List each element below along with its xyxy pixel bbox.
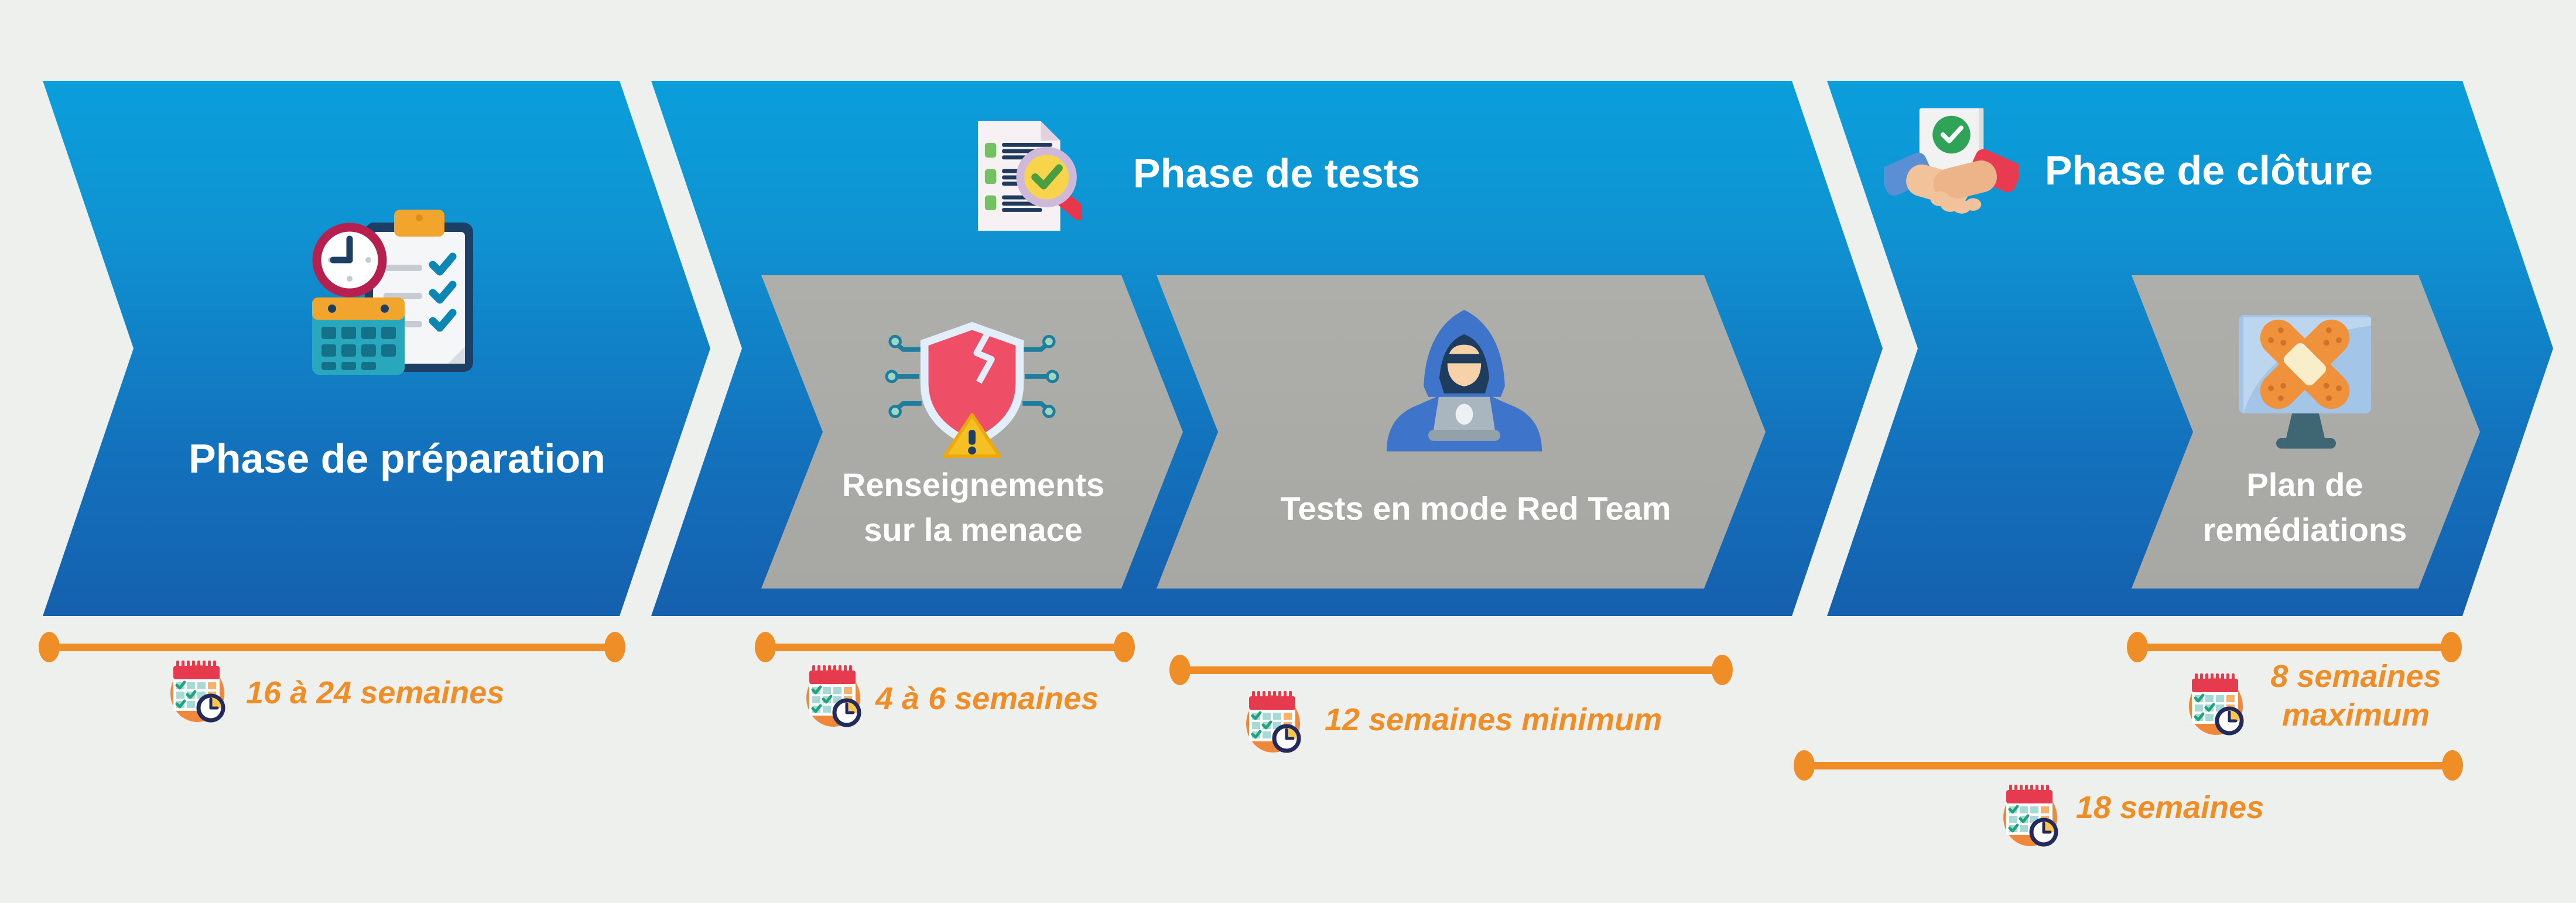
timeline-bar bbox=[49, 644, 615, 651]
duration-remediation-line1: 8 semaines bbox=[2270, 659, 2441, 694]
calendar-clock-icon bbox=[1245, 686, 1304, 754]
phase1-title: Phase de préparation bbox=[189, 436, 605, 481]
timeline-threat-intel bbox=[755, 632, 1135, 662]
timeline-dot bbox=[2441, 632, 2462, 662]
phase3-title: Phase de clôture bbox=[2044, 148, 2373, 193]
substep-remediation-label: Plan de remédiations bbox=[2203, 462, 2407, 552]
broken-shield-icon bbox=[884, 316, 1060, 460]
substep-threat-intel-label-line2: sur la menace bbox=[864, 511, 1083, 548]
hacker-laptop-icon bbox=[1382, 305, 1547, 460]
calendar-clock-svg bbox=[170, 661, 225, 723]
timeline-phase3-total bbox=[1794, 750, 2463, 781]
substep-remediation-label-line1: Plan de bbox=[2246, 466, 2363, 503]
calendar-clock-icon bbox=[2188, 669, 2246, 736]
duration-redteam: 12 semaines minimum bbox=[1325, 702, 1662, 737]
timeline-dot bbox=[2442, 750, 2463, 781]
duration-phase3-total: 18 semaines bbox=[2076, 790, 2264, 825]
calendar-clock-svg bbox=[1246, 691, 1301, 753]
patched-monitor-icon bbox=[2225, 310, 2385, 457]
clipboard-schedule-svg bbox=[312, 210, 473, 375]
timeline-dot bbox=[604, 632, 625, 662]
timeline-bar bbox=[2137, 644, 2451, 651]
timeline-dot bbox=[1114, 632, 1135, 662]
timeline-redteam bbox=[1169, 655, 1733, 685]
substep-remediation-label-line2: remédiations bbox=[2202, 511, 2407, 548]
timeline-remediation bbox=[2127, 632, 2462, 662]
timeline-dot bbox=[755, 632, 776, 662]
substep-threat-intel-label-line1: Renseignements bbox=[841, 466, 1105, 503]
duration-remediation: 8 semaines maximum bbox=[2259, 657, 2452, 734]
timeline-dot bbox=[1712, 655, 1733, 685]
calendar-clock-svg bbox=[2003, 785, 2058, 847]
calendar-clock-icon bbox=[169, 656, 228, 723]
checklist-magnifier-icon bbox=[973, 119, 1082, 233]
timeline-dot bbox=[1794, 750, 1815, 781]
clipboard-schedule-icon bbox=[296, 206, 492, 385]
timeline-dot bbox=[2127, 632, 2148, 662]
timeline-dot bbox=[1169, 655, 1190, 685]
broken-shield-svg bbox=[885, 321, 1059, 459]
patched-monitor-svg bbox=[2239, 315, 2371, 449]
phase2-title: Phase de tests bbox=[1133, 150, 1421, 196]
timeline-bar bbox=[765, 644, 1124, 651]
duration-phase1: 16 à 24 semaines bbox=[246, 675, 505, 710]
duration-remediation-line2: maximum bbox=[2281, 697, 2430, 733]
timeline-bar bbox=[1804, 762, 2452, 769]
substep-redteam-label: Tests en mode Red Team bbox=[1280, 490, 1671, 527]
calendar-clock-icon bbox=[2002, 780, 2061, 847]
handshake-svg bbox=[1884, 108, 2019, 214]
checklist-magnifier-svg bbox=[978, 121, 1082, 231]
duration-threat-intel: 4 à 6 semaines bbox=[875, 681, 1099, 716]
calendar-clock-svg bbox=[806, 665, 861, 727]
substep-threat-intel-label: Renseignements sur la menace bbox=[842, 462, 1104, 552]
hacker-laptop-svg bbox=[1386, 310, 1542, 452]
timeline-phase1 bbox=[39, 632, 625, 662]
calendar-clock-svg bbox=[2189, 673, 2244, 736]
handshake-icon bbox=[1884, 108, 2019, 234]
timeline-bar bbox=[1180, 666, 1722, 674]
timeline-dot bbox=[39, 632, 60, 662]
calendar-clock-icon bbox=[805, 661, 864, 728]
